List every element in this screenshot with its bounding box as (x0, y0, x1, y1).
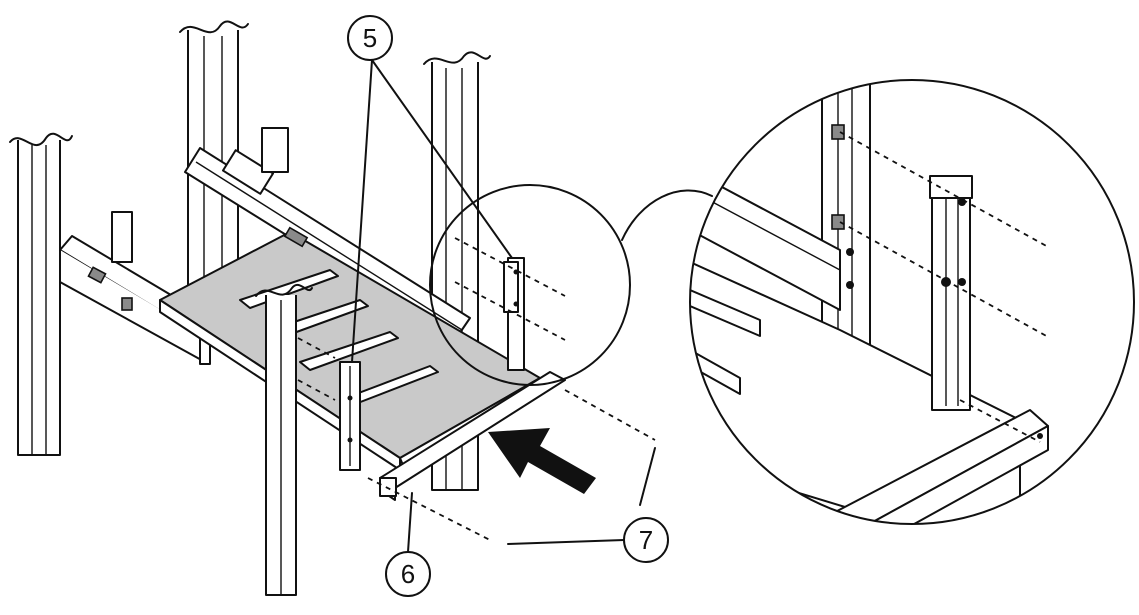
detail-zoom-circle (689, 79, 1135, 525)
front-rail (379, 371, 566, 501)
callout-5: 5 (347, 15, 513, 363)
callout-label-7: 7 (639, 525, 653, 555)
zoom-detail (621, 79, 1135, 525)
mounting-bracket-rear (503, 257, 525, 371)
upper-rail (184, 127, 471, 341)
mounting-bracket-front (339, 361, 361, 471)
callout-label-5: 5 (363, 23, 377, 53)
alignment-lines-left (297, 237, 656, 541)
callout-label-6: 6 (401, 559, 415, 589)
callout-7: 7 (507, 517, 669, 563)
arrow-right-icon (488, 428, 596, 494)
callout-6: 6 (385, 492, 431, 597)
detail-focus-circle (429, 184, 631, 386)
rack-assembly (9, 20, 656, 596)
rack-post-front-left (255, 283, 313, 596)
rack-post-far-left (9, 132, 73, 456)
